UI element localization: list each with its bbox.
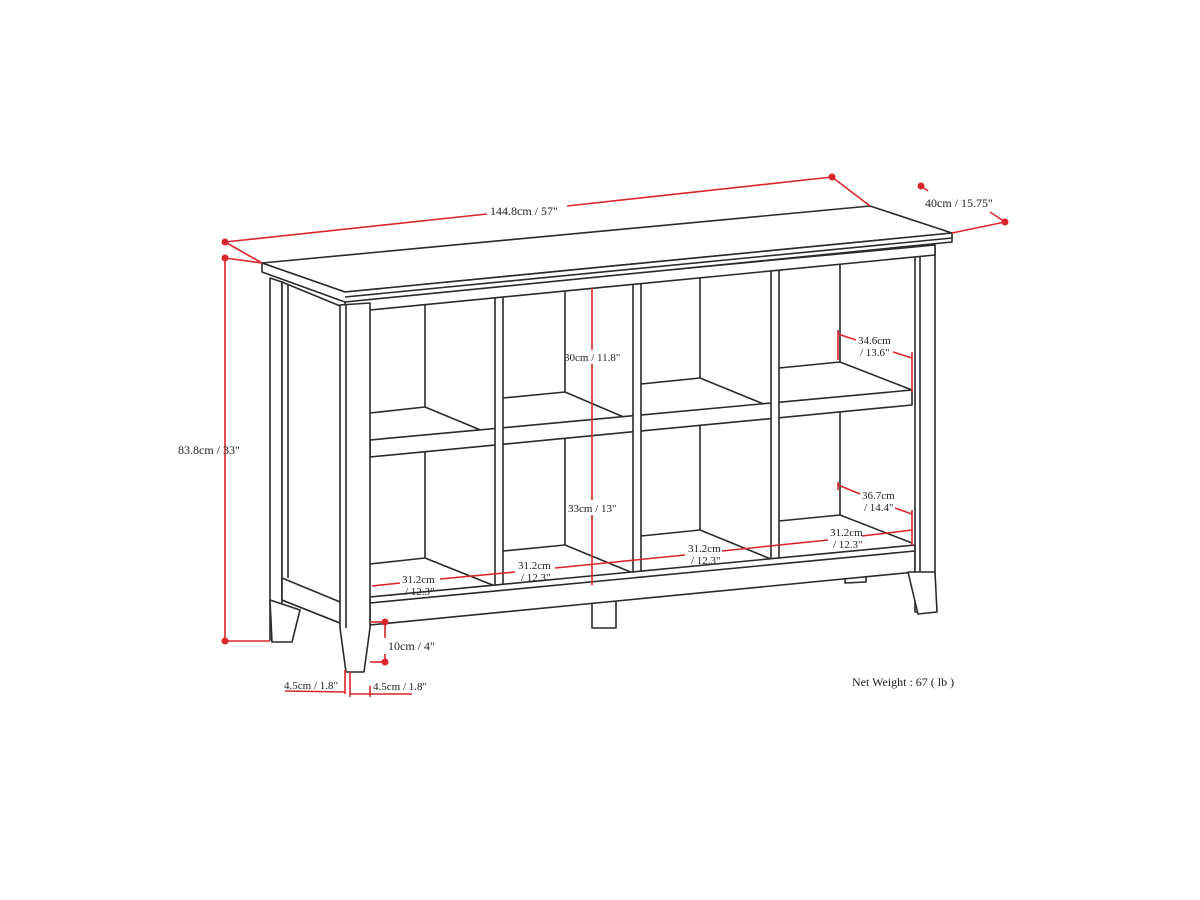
upper-cubby-depth-label-2: / 13.6" — [860, 347, 890, 359]
height-label: 83.8cm / 33" — [178, 443, 240, 457]
top-slab — [261, 205, 953, 303]
net-weight-label: Net Weight : 67 ( lb ) — [852, 675, 954, 689]
width-label: 144.8cm / 57" — [490, 204, 558, 218]
left-side-panel — [269, 277, 346, 643]
leg-width-label: 4.5cm / 1.8" — [373, 681, 427, 693]
lower-cubby-depth-label-2: / 14.4" — [864, 502, 894, 514]
cubby-width-label-3b: / 12.3" — [691, 555, 721, 567]
left-front-post — [339, 302, 371, 673]
cubby-back-lines — [369, 262, 913, 587]
cubby-width-label-1b: / 12.3" — [405, 586, 435, 598]
cubby-width-label-3a: 31.2cm — [688, 543, 721, 555]
cubby-width-label-4b: / 12.3" — [833, 539, 863, 551]
lower-cubby-height-label: 33cm / 13" — [568, 503, 617, 515]
cubby-width-label-2a: 31.2cm — [518, 560, 551, 572]
upper-cubby-height-label: 30cm / 11.8" — [564, 352, 620, 364]
cubby-width-label-2b: / 12.3" — [521, 572, 551, 584]
depth-label: 40cm / 15.75" — [925, 196, 993, 210]
cubby-width-label-1a: 31.2cm — [402, 574, 435, 586]
upper-cubby-depth-label-1: 34.6cm — [858, 335, 891, 347]
leg-depth-label: 4.5cm / 1.8" — [284, 680, 338, 692]
leg-clearance-label: 10cm / 4" — [388, 639, 435, 653]
cubby-width-label-4a: 31.2cm — [830, 527, 863, 539]
dimension-lines — [221, 173, 1009, 697]
lower-cubby-depth-label-1: 36.7cm — [862, 490, 895, 502]
bottom-rail — [369, 544, 916, 629]
